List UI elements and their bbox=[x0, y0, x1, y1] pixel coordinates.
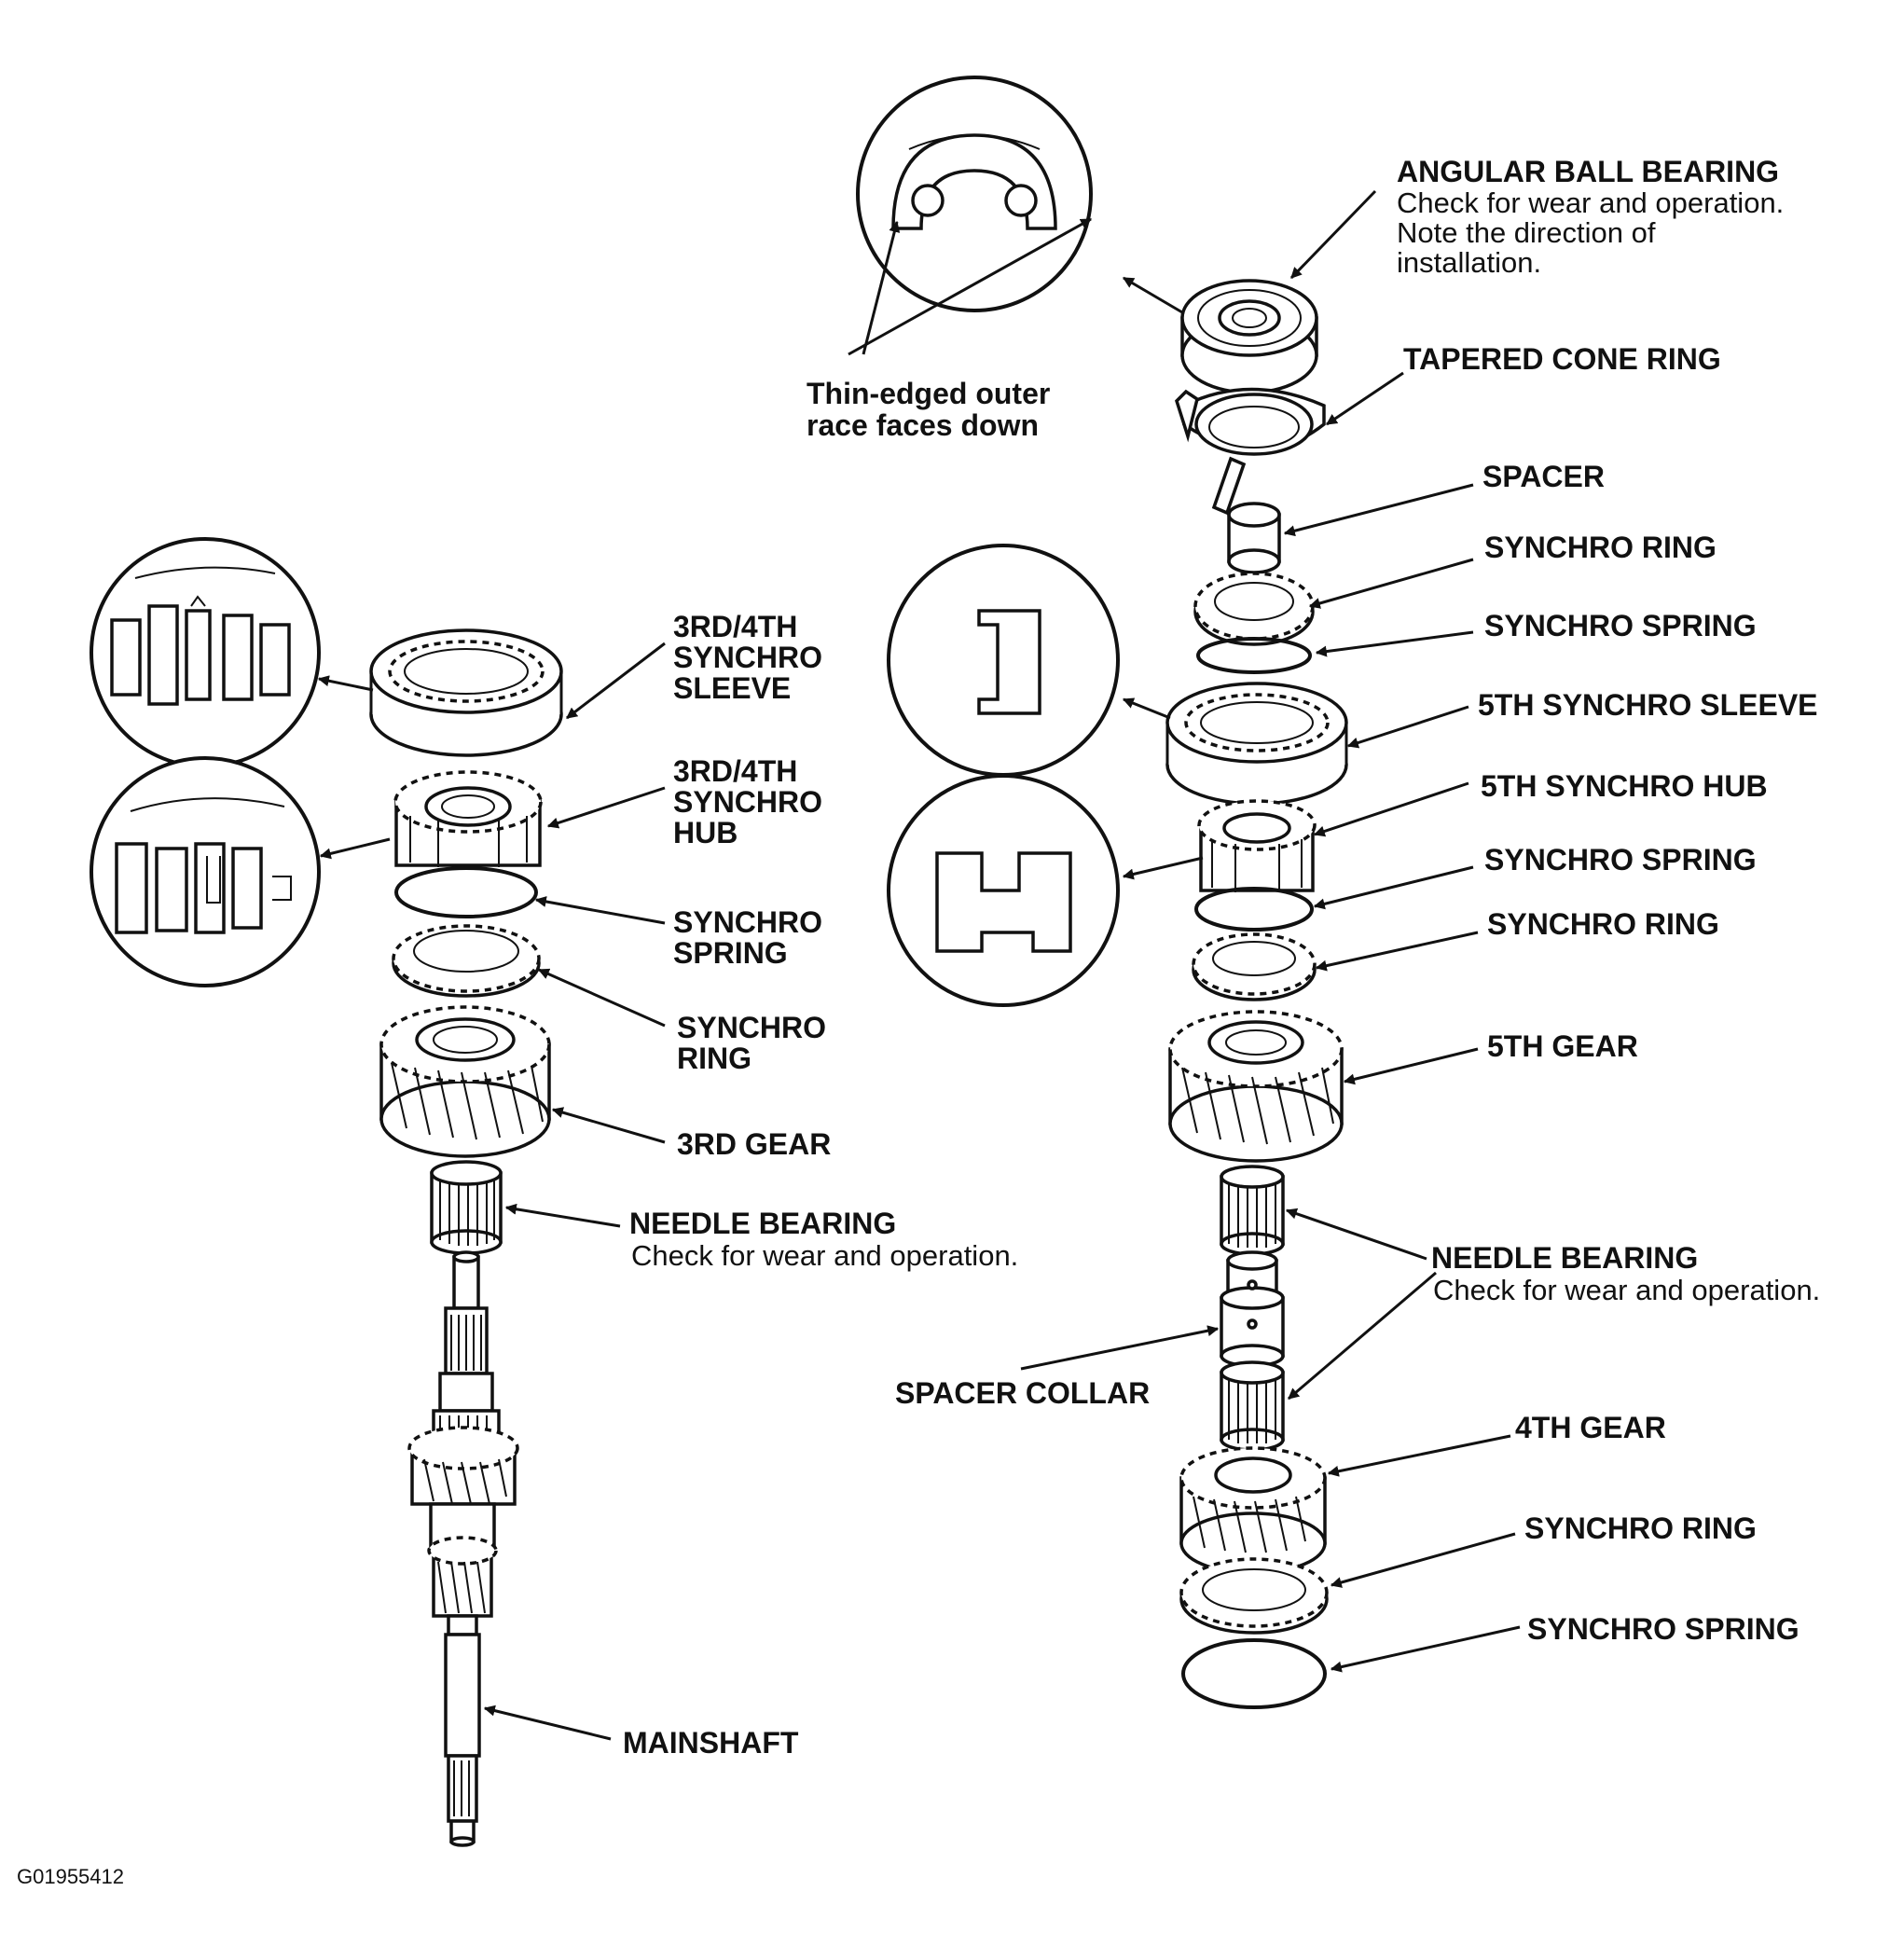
bearing-detail-note: Thin-edged outer race faces down bbox=[807, 377, 1050, 442]
label-angular-ball-bearing: ANGULAR BALL BEARING bbox=[1397, 155, 1779, 188]
right-synchro-spring-2-drawing bbox=[1194, 887, 1314, 932]
left-synchro-hub-drawing bbox=[393, 770, 543, 867]
label-left-needle-bearing: NEEDLE BEARING bbox=[629, 1207, 896, 1240]
label-spacer: SPACER bbox=[1482, 460, 1605, 493]
label-spacer-collar: SPACER COLLAR bbox=[895, 1376, 1150, 1410]
figure-code: G01955412 bbox=[17, 1865, 124, 1888]
label-right-synchro-ring-2: SYNCHRO RING bbox=[1487, 907, 1719, 941]
label-right-synchro-spring-1: SYNCHRO SPRING bbox=[1484, 609, 1757, 642]
svg-text:SYNCHRO: SYNCHRO bbox=[673, 785, 822, 819]
svg-text:3RD/4TH: 3RD/4TH bbox=[673, 754, 797, 788]
fourth-gear-drawing bbox=[1179, 1446, 1327, 1575]
note-angular-ball-bearing-3: installation. bbox=[1397, 246, 1541, 279]
label-fifth-synchro-hub: 5TH SYNCHRO HUB bbox=[1481, 769, 1768, 803]
label-right-synchro-spring-2: SYNCHRO SPRING bbox=[1484, 843, 1757, 876]
hub-detail-circle bbox=[887, 774, 1120, 1007]
fifth-synchro-hub-drawing bbox=[1197, 799, 1317, 892]
mainshaft-drawing bbox=[407, 1250, 519, 1847]
left-synchro-spring-drawing bbox=[394, 866, 538, 918]
label-right-needle-bearing: NEEDLE BEARING bbox=[1431, 1241, 1698, 1275]
note-angular-ball-bearing-2: Note the direction of bbox=[1397, 216, 1656, 249]
label-tapered-cone-ring: TAPERED CONE RING bbox=[1403, 342, 1721, 376]
svg-text:SPRING: SPRING bbox=[673, 936, 788, 970]
leader-lines bbox=[317, 189, 1521, 1741]
right-parts-stack bbox=[1165, 279, 1348, 1709]
left-labels: 3RD/4TH SYNCHRO SLEEVE 3RD/4TH SYNCHRO H… bbox=[623, 610, 1018, 1760]
label-left-synchro-spring: SYNCHRO SPRING bbox=[673, 905, 822, 970]
right-synchro-spring-3-drawing bbox=[1181, 1638, 1327, 1709]
label-fourth-gear: 4TH GEAR bbox=[1515, 1411, 1666, 1444]
note-right-needle-bearing: Check for wear and operation. bbox=[1433, 1274, 1820, 1306]
note-angular-ball-bearing-1: Check for wear and operation. bbox=[1397, 186, 1784, 219]
label-third-gear: 3RD GEAR bbox=[677, 1127, 831, 1161]
spacer-drawing bbox=[1227, 502, 1281, 574]
left-synchro-sleeve-drawing bbox=[369, 628, 563, 757]
label-third-fourth-synchro-hub: 3RD/4TH SYNCHRO HUB bbox=[673, 754, 822, 849]
svg-text:SYNCHRO: SYNCHRO bbox=[673, 905, 822, 939]
fifth-synchro-sleeve-drawing bbox=[1165, 682, 1348, 806]
note-left-needle-bearing: Check for wear and operation. bbox=[631, 1239, 1018, 1272]
left-parts-stack bbox=[369, 628, 563, 1847]
svg-text:3RD/4TH: 3RD/4TH bbox=[673, 610, 797, 643]
label-left-synchro-ring: SYNCHRO RING bbox=[677, 1011, 826, 1075]
left-third-gear-drawing bbox=[379, 1005, 551, 1158]
left-needle-bearing-drawing bbox=[430, 1160, 503, 1255]
label-right-synchro-ring-3: SYNCHRO RING bbox=[1524, 1511, 1757, 1545]
sleeve-detail-circle bbox=[887, 544, 1120, 777]
left-detail-circle-upper bbox=[90, 537, 321, 768]
label-right-synchro-spring-3: SYNCHRO SPRING bbox=[1527, 1612, 1799, 1646]
angular-ball-bearing-drawing bbox=[1180, 279, 1318, 394]
svg-text:HUB: HUB bbox=[673, 816, 738, 849]
label-mainshaft: MAINSHAFT bbox=[623, 1726, 799, 1760]
spacer-collar-drawing bbox=[1220, 1250, 1285, 1368]
left-synchro-ring-drawing bbox=[392, 924, 541, 998]
right-needle-bearing-lower-drawing bbox=[1220, 1360, 1285, 1452]
label-fifth-synchro-sleeve: 5TH SYNCHRO SLEEVE bbox=[1478, 688, 1818, 722]
svg-text:RING: RING bbox=[677, 1042, 751, 1075]
right-synchro-ring-3-drawing bbox=[1179, 1557, 1329, 1635]
right-synchro-ring-2-drawing bbox=[1192, 932, 1317, 1001]
svg-text:Thin-edged outer: Thin-edged outer bbox=[807, 377, 1050, 410]
svg-text:SYNCHRO: SYNCHRO bbox=[673, 641, 822, 674]
label-right-synchro-ring-1: SYNCHRO RING bbox=[1484, 531, 1717, 564]
svg-text:SYNCHRO: SYNCHRO bbox=[677, 1011, 826, 1044]
svg-text:race faces down: race faces down bbox=[807, 408, 1039, 442]
right-labels: ANGULAR BALL BEARING Check for wear and … bbox=[895, 155, 1820, 1646]
label-third-fourth-synchro-sleeve: 3RD/4TH SYNCHRO SLEEVE bbox=[673, 610, 822, 705]
tapered-cone-ring-drawing bbox=[1175, 387, 1326, 516]
left-detail-circle-lower bbox=[90, 756, 321, 987]
label-fifth-gear: 5TH GEAR bbox=[1487, 1029, 1638, 1063]
right-synchro-spring-1-drawing bbox=[1196, 637, 1312, 674]
svg-text:SLEEVE: SLEEVE bbox=[673, 671, 791, 705]
right-synchro-ring-1-drawing bbox=[1193, 572, 1315, 646]
right-needle-bearing-upper-drawing bbox=[1220, 1165, 1285, 1256]
bearing-detail-circle bbox=[856, 76, 1093, 312]
fifth-gear-drawing bbox=[1168, 1010, 1344, 1163]
